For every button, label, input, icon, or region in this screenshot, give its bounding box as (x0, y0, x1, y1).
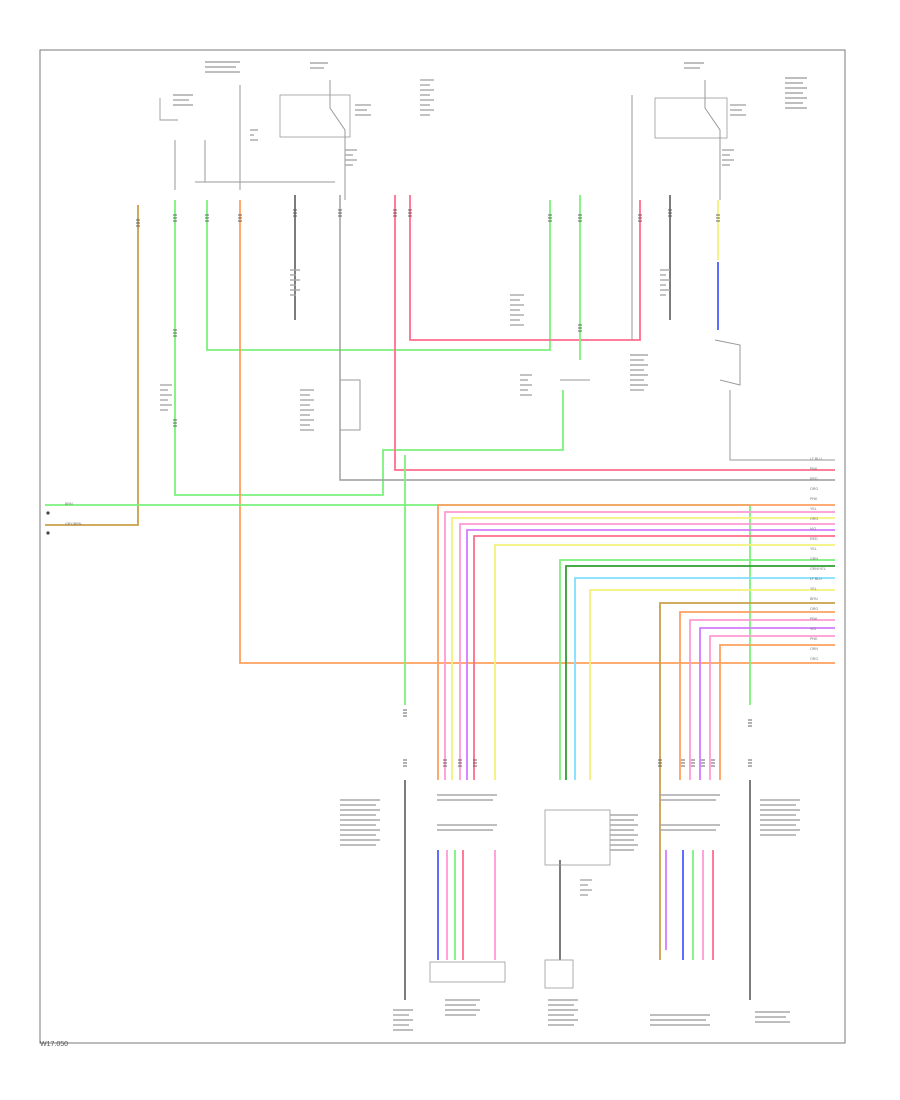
harness-wire-0 (437, 504, 835, 780)
harness-wire-6 (494, 544, 835, 780)
page-label: W17.050 (40, 1041, 69, 1048)
harness-label-9: YEL (810, 547, 817, 551)
wire-orange-long (239, 200, 835, 664)
wires-layer (45, 195, 835, 1000)
harness-label-4: PNK (810, 497, 818, 501)
control-module-middle (544, 809, 611, 866)
left-terminal-dot-1 (46, 531, 50, 535)
harness-wire-5 (473, 535, 835, 780)
wire-green-main (45, 504, 751, 705)
wire-red (394, 195, 835, 471)
door-lock-actuator-left (429, 961, 506, 983)
harness-wire-2 (451, 517, 835, 780)
wire-green-loop (206, 200, 551, 351)
wire-brown-left (45, 205, 139, 526)
wire-gray (339, 195, 835, 481)
harness-label-19: ORN (810, 647, 818, 651)
harness-wire-3 (459, 523, 835, 780)
left-terminal-dot-0 (46, 511, 50, 515)
harness-wire-8 (565, 565, 835, 780)
harness-wire-13 (689, 619, 835, 780)
harness-wire-4 (466, 529, 835, 780)
switch-symbol (340, 379, 361, 431)
harness-wire-12 (679, 611, 835, 780)
harness-label-5: YEL (810, 507, 817, 511)
harness-label-15: ORG (810, 607, 818, 611)
wire-gray-right (729, 390, 835, 461)
left-terminal-label-1: GRY/BRN (65, 522, 82, 526)
harness-label-13: YEL (810, 587, 817, 591)
fuse-block-outline (159, 98, 178, 121)
labels-layer: BRN GRY/BRN LT BLU PNK RED ORG PNK YEL ORG VIO RED… (65, 457, 826, 661)
harness-wire-7 (559, 559, 835, 780)
harness-label-8: RED (810, 537, 818, 541)
sensor-symbol (714, 339, 741, 386)
harness-label-3: ORG (810, 487, 818, 491)
harness-wire-1 (444, 511, 835, 780)
mid-switch-box (544, 959, 574, 989)
harness-label-0: LT BLU (810, 457, 822, 461)
harness-label-1: PNK (810, 467, 818, 471)
diagram-frame (39, 49, 846, 1044)
harness-label-10: GRN (810, 557, 818, 561)
wire-green (174, 200, 564, 496)
harness-label-7: VIO (810, 527, 816, 531)
harness-wire-14 (699, 627, 835, 780)
harness-label-11: GRN/YEL (810, 567, 826, 571)
harness-label-18: PNK (810, 637, 818, 641)
harness-label-2: RED (810, 477, 818, 481)
harness-wire-10 (589, 589, 835, 780)
left-terminal-label-0: BRN (65, 502, 73, 506)
relay-box-right (654, 97, 728, 139)
harness-label-16: PNK (810, 617, 818, 621)
wire-red-loop (409, 195, 641, 341)
harness-label-20: ORG (810, 657, 818, 661)
harness-label-12: LT BLU (810, 577, 822, 581)
harness-wire-11 (659, 602, 835, 780)
harness-wire-16 (719, 644, 835, 780)
relay-box (279, 94, 351, 138)
harness-wire-9 (574, 577, 835, 780)
harness-label-17: VIO (810, 627, 816, 631)
harness-label-6: ORG (810, 517, 818, 521)
harness-wire-15 (709, 635, 835, 780)
relay-switch-right (704, 80, 721, 200)
components-layer (46, 61, 807, 1031)
harness-label-14: BRN (810, 597, 818, 601)
